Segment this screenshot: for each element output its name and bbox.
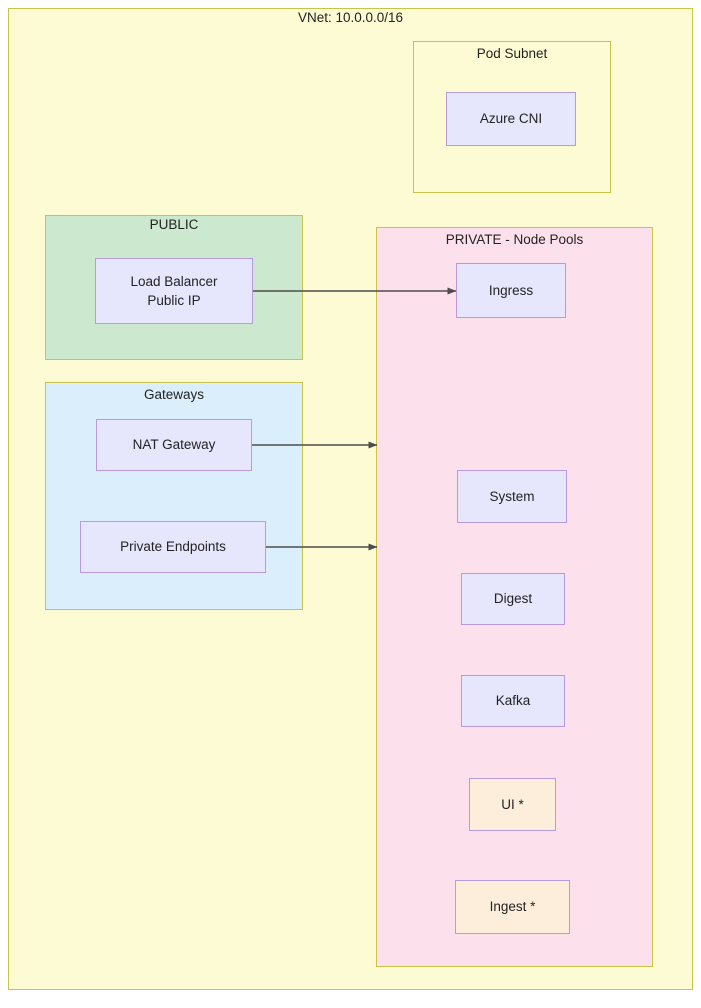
node-digest[interactable]: Digest [461,573,565,625]
node-nat-gateway[interactable]: NAT Gateway [96,419,252,471]
vnet-title: VNet: 10.0.0.0/16 [297,10,404,25]
load-balancer-line2: Public IP [147,293,201,308]
node-private-endpoints[interactable]: Private Endpoints [80,521,266,573]
node-ingest[interactable]: Ingest * [455,880,570,934]
gateways-container [45,382,303,610]
node-ingress[interactable]: Ingress [456,263,566,318]
node-azure-cni[interactable]: Azure CNI [446,92,576,146]
node-system[interactable]: System [457,470,567,523]
load-balancer-line1: Load Balancer [130,273,218,289]
node-load-balancer-public-ip[interactable]: Load Balancer Public IP [95,258,253,324]
node-ui[interactable]: UI * [469,778,556,831]
node-kafka[interactable]: Kafka [461,675,565,727]
